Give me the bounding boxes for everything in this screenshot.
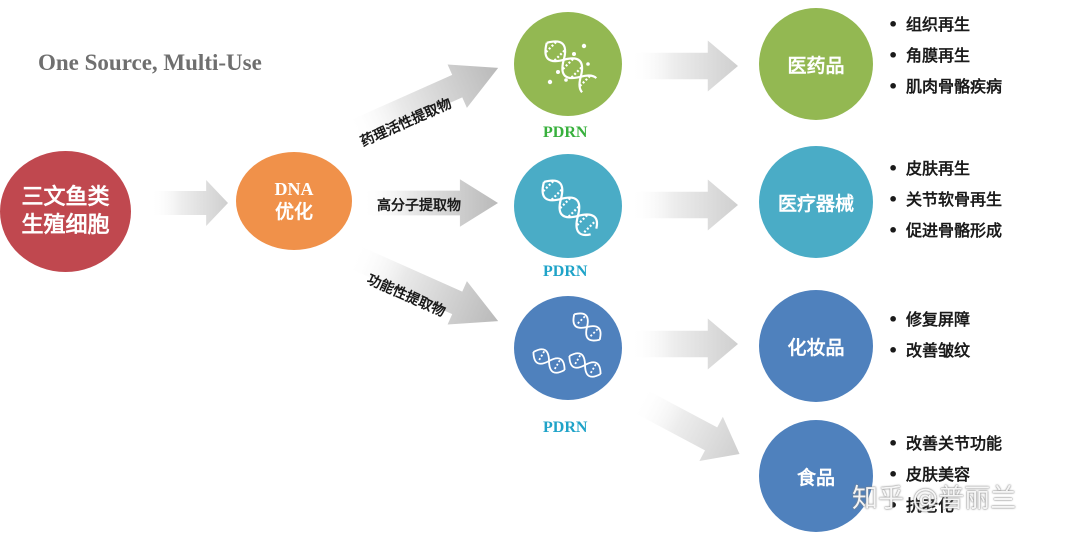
pdrn-circle-polymer bbox=[514, 154, 622, 258]
application-circle-medical-devices: 医疗器械 bbox=[759, 146, 873, 258]
list-item-text: 改善皱纹 bbox=[906, 341, 971, 360]
source-circle: 三文鱼类 生殖细胞 bbox=[0, 151, 131, 272]
bullet-list-food: • 改善关节功能 • 皮肤美容 • 抗老化 bbox=[888, 428, 1002, 521]
arrow-pdrn-to-cosmetics bbox=[630, 318, 738, 370]
bullet-list-medical-devices: • 皮肤再生 • 关节软骨再生 • 促进骨骼形成 bbox=[888, 153, 1002, 246]
bullet-icon: • bbox=[888, 77, 899, 96]
list-item: • 抗老化 bbox=[888, 490, 1002, 521]
dna-optimization-circle: DNA 优化 bbox=[236, 152, 352, 250]
source-line-2: 生殖细胞 bbox=[21, 212, 110, 238]
extraction-label-polymer: 高分子提取物 bbox=[377, 198, 461, 214]
bullet-icon: • bbox=[888, 434, 899, 453]
arrow-source-to-dna bbox=[150, 180, 228, 226]
diagram-title: One Source, Multi-Use bbox=[38, 50, 262, 75]
list-item-text: 关节软骨再生 bbox=[906, 190, 1003, 209]
list-item: • 角膜再生 bbox=[888, 40, 1002, 71]
list-item: • 皮肤美容 bbox=[888, 459, 1002, 490]
list-item-text: 改善关节功能 bbox=[906, 434, 1003, 453]
arrow-pdrn-to-device bbox=[630, 179, 738, 231]
application-circle-pharmaceuticals: 医药品 bbox=[759, 8, 873, 120]
bullet-icon: • bbox=[888, 46, 899, 65]
list-item-text: 修复屏障 bbox=[906, 310, 971, 329]
pdrn-label-pharmacological: PDRN bbox=[543, 124, 588, 141]
bullet-list-pharmaceuticals: • 组织再生 • 角膜再生 • 肌肉骨骼疾病 bbox=[888, 9, 1002, 102]
dna-helix-icon bbox=[541, 179, 599, 237]
list-item: • 修复屏障 bbox=[888, 304, 970, 335]
arrow-pdrn-to-pharma bbox=[630, 40, 738, 92]
pdrn-label-functional: PDRN bbox=[543, 419, 588, 436]
dna-line-1: DNA bbox=[274, 179, 314, 199]
list-item-text: 角膜再生 bbox=[906, 46, 971, 65]
pdrn-circle-functional bbox=[514, 296, 622, 400]
dna-line-2: 优化 bbox=[274, 201, 313, 223]
application-circle-food: 食品 bbox=[759, 420, 873, 532]
bullet-icon: • bbox=[888, 15, 899, 34]
bullet-icon: • bbox=[888, 221, 899, 240]
list-item: • 皮肤再生 bbox=[888, 153, 1002, 184]
dna-helix-icon bbox=[544, 40, 598, 94]
bullet-list-cosmetics: • 修复屏障 • 改善皱纹 bbox=[888, 304, 970, 366]
pdrn-label-polymer: PDRN bbox=[543, 263, 588, 280]
bullet-icon: • bbox=[888, 190, 899, 209]
list-item-text: 抗老化 bbox=[906, 496, 955, 515]
pdrn-circle-pharmacological bbox=[514, 12, 622, 116]
list-item: • 肌肉骨骼疾病 bbox=[888, 71, 1002, 102]
bullet-icon: • bbox=[888, 159, 899, 178]
bullet-icon: • bbox=[888, 341, 899, 360]
list-item: • 关节软骨再生 bbox=[888, 184, 1002, 215]
list-item: • 促进骨骼形成 bbox=[888, 215, 1002, 246]
list-item: • 组织再生 bbox=[888, 9, 1002, 40]
list-item-text: 促进骨骼形成 bbox=[906, 221, 1003, 240]
bullet-icon: • bbox=[888, 310, 899, 329]
list-item: • 改善皱纹 bbox=[888, 335, 970, 366]
source-line-1: 三文鱼类 bbox=[21, 184, 110, 210]
dna-helix-icon bbox=[532, 312, 602, 378]
watermark: 知乎 @普丽兰 bbox=[852, 484, 1017, 514]
application-circle-cosmetics: 化妆品 bbox=[759, 290, 873, 402]
list-item: • 改善关节功能 bbox=[888, 428, 1002, 459]
list-item-text: 肌肉骨骼疾病 bbox=[906, 77, 1003, 96]
list-item-text: 组织再生 bbox=[906, 15, 971, 34]
list-item-text: 皮肤美容 bbox=[906, 465, 971, 484]
arrow-pdrn-to-food bbox=[626, 377, 752, 477]
bullet-icon: • bbox=[888, 465, 899, 484]
bullet-icon: • bbox=[888, 496, 899, 515]
list-item-text: 皮肤再生 bbox=[906, 159, 971, 178]
